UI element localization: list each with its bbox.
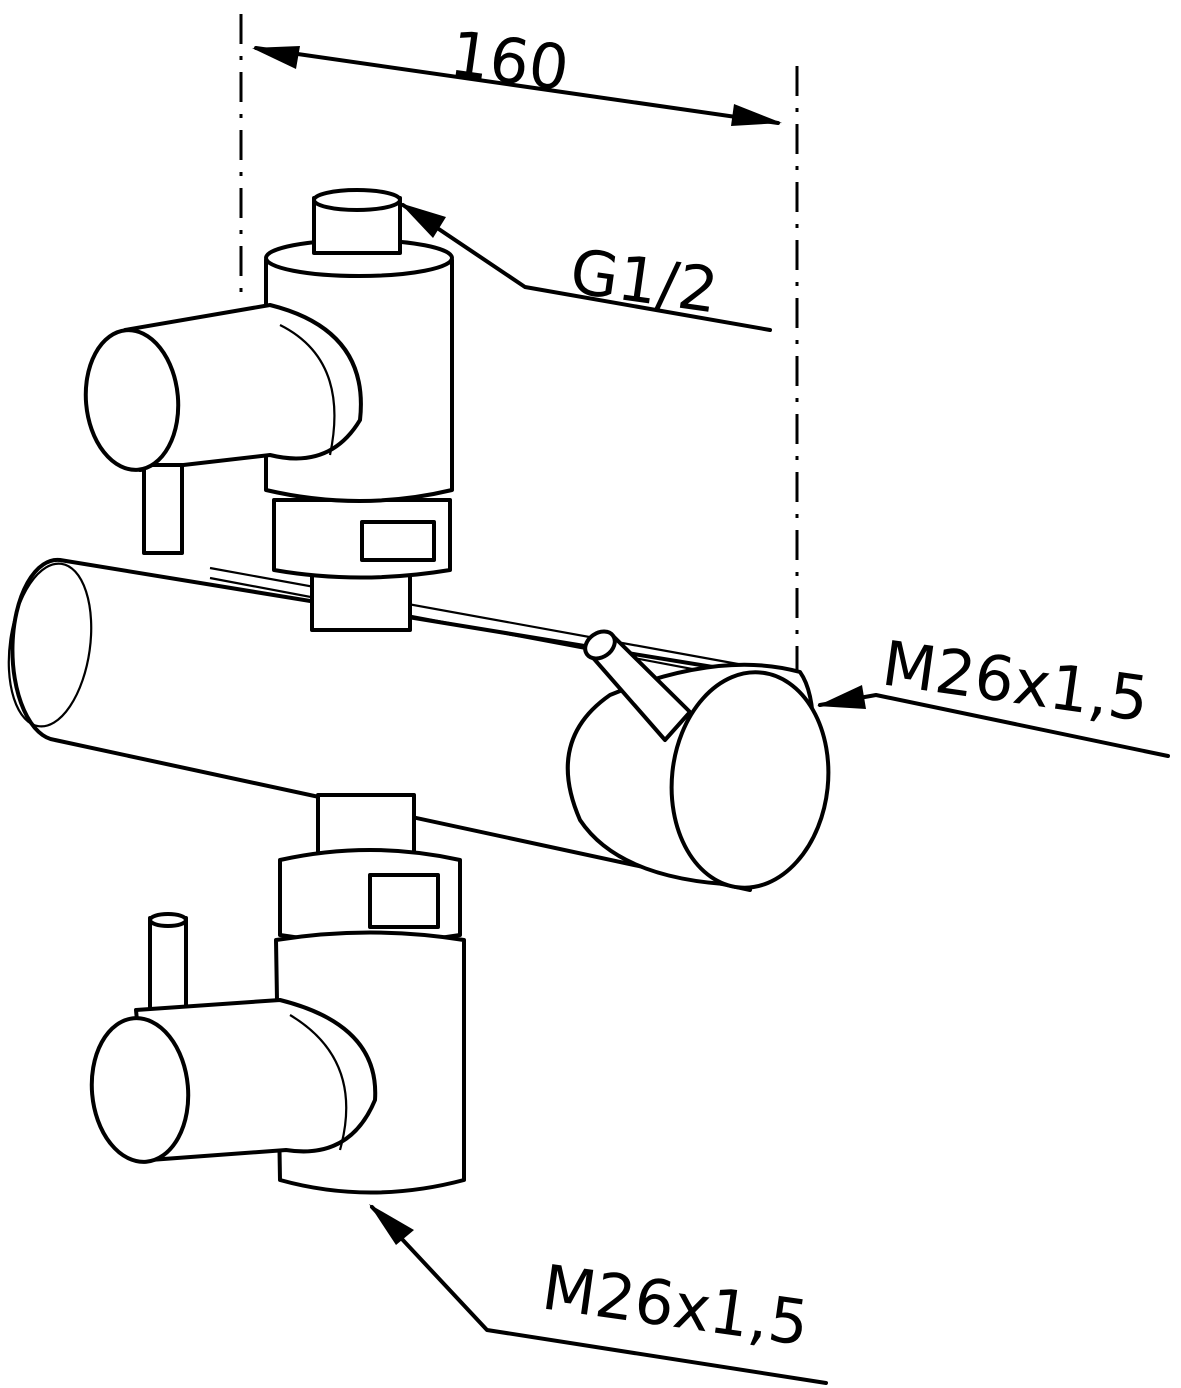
lower-valve — [89, 793, 466, 1195]
side-outlet-cap — [669, 670, 831, 890]
side-outlet-leader — [817, 685, 1170, 758]
side-outlet-thread-label: M26x1,5 — [878, 627, 1153, 737]
temperature-lever — [583, 629, 692, 742]
extension-lines — [239, 14, 799, 680]
inlet-thread-leader — [400, 203, 772, 332]
lower-valve-knob — [89, 1016, 191, 1164]
thermostat-body — [7, 557, 831, 892]
upper-valve-knob — [83, 328, 181, 472]
inlet-thread-label: G1/2 — [566, 235, 723, 328]
width-dimension-line — [252, 46, 782, 126]
upper-valve — [83, 188, 454, 632]
bottom-outlet-leader — [369, 1204, 828, 1385]
width-dimension-label: 160 — [446, 17, 573, 106]
